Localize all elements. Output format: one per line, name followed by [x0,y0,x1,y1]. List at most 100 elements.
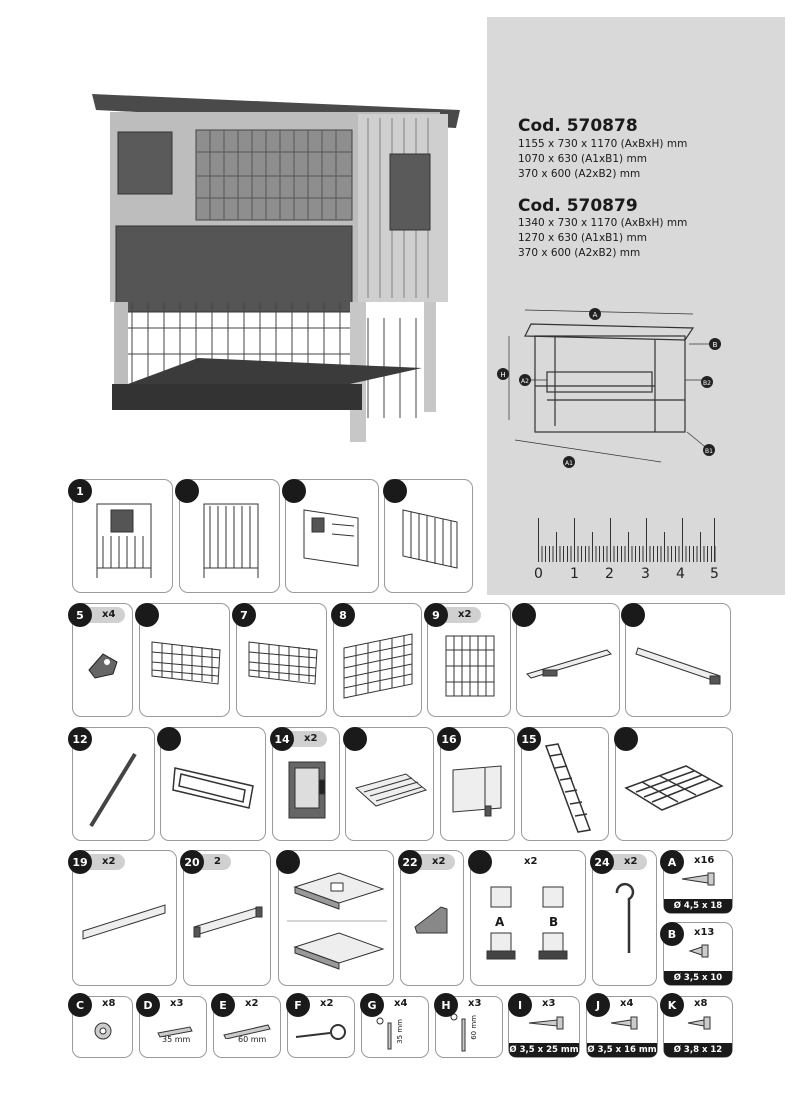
screw-icon [610,1016,638,1030]
dim-label-a: A [593,311,598,319]
ruler-label: 3 [641,566,650,582]
pin-icon [450,1013,466,1052]
latch-illustration [88,653,118,679]
board-illustration [193,906,263,938]
washer-icon [94,1022,112,1040]
part-number-badge [621,603,645,627]
model-code: Cod. 570879 [518,196,638,216]
ruler-label: 2 [605,566,614,582]
size-label: 60 mm [238,1035,267,1044]
screw-icon [687,1016,711,1030]
dowel-icon [157,1026,193,1038]
dim-label-b1: B1 [705,448,713,455]
part-number-badge: 14 [270,727,294,751]
hardware-letter-badge: H [434,993,458,1017]
hardware-card-a: Ø 4,5 x 18 mm [663,850,733,925]
part-card-23: A B [470,850,586,986]
dowel-icon [223,1024,271,1039]
dimension-line: 370 x 600 (A2xB2) mm [518,168,641,180]
quantity-label: 2 [200,854,231,870]
pin-icon [376,1017,392,1050]
measurement-ruler [538,518,718,562]
grid-panel-illustration [343,633,413,699]
dimension-line: 1070 x 630 (A1xB1) mm [518,153,647,165]
wedge-illustration [414,906,448,934]
quantity-label: x3 [542,998,556,1009]
part-number-badge [343,727,367,751]
part-number-badge: 19 [68,850,92,874]
eye-screw-icon [295,1024,346,1040]
floor-grid-illustration [624,765,724,811]
part-number-badge: 7 [232,603,256,627]
panel-illustration [303,509,359,567]
hardware-letter-badge: A [660,850,684,874]
size-label: 35 mm [162,1035,191,1044]
quantity-label: x2 [290,731,328,747]
part-number-badge: 24 [590,850,614,874]
floor-slats-illustration [354,773,428,807]
dimension-line: 370 x 600 (A2xB2) mm [518,247,641,259]
ruler-label: 4 [676,566,685,582]
hardware-letter-badge: K [660,993,684,1017]
part-number-badge: 22 [398,850,422,874]
part-card-19 [72,850,177,986]
quantity-label: x4 [620,998,634,1009]
quantity-label: x2 [418,854,456,870]
tray-illustration [287,872,387,970]
quantity-label: x2 [245,998,259,1009]
quantity-label: x13 [694,927,715,938]
rail-illustration [635,647,721,685]
variant-label-a: A [495,915,505,929]
part-number-badge: 16 [437,727,461,751]
model-dimensions: 1155 x 730 x 1170 (AxBxH) mm 1070 x 630 … [518,137,687,182]
size-label: Ø 4,5 x 18 mm [664,899,732,925]
hardware-letter-badge: D [136,993,160,1017]
quantity-label: x2 [610,854,648,870]
quantity-label: x16 [694,855,715,866]
hardware-letter-badge: J [586,993,610,1017]
part-number-badge [157,727,181,751]
quantity-label: x3 [170,998,184,1009]
quantity-label: x4 [88,607,126,623]
ruler-minor-ticks [538,546,718,562]
ruler-label: 5 [710,566,719,582]
hardware-card-k: Ø 3,8 x 12 mm [663,996,733,1069]
grid-panel-illustration [248,641,318,685]
size-label: 35 mm [396,1019,404,1044]
grid-panel-illustration [151,641,221,685]
dim-label-b: B [713,341,718,349]
hardware-letter-badge: E [211,993,235,1017]
quantity-label: x2 [524,856,538,867]
part-card-6 [139,603,230,717]
part-card-20 [183,850,271,986]
part-number-badge: 15 [517,727,541,751]
part-number-badge: 12 [68,727,92,751]
panel-illustration [96,503,152,578]
dimension-line: 1155 x 730 x 1170 (AxBxH) mm [518,138,688,150]
hardware-letter-badge: B [660,922,684,946]
ramp-ladder-illustration [544,743,592,833]
hardware-card-e: 60 mm [213,996,281,1058]
dimension-line: 1340 x 730 x 1170 (AxBxH) mm [518,217,688,229]
frame-illustration [172,767,254,809]
quantity-label: x8 [694,998,708,1009]
hardware-card-i: Ø 3,5 x 25 mm [508,996,580,1058]
part-number-badge [383,479,407,503]
screw-icon [688,944,709,958]
ruler-label: 0 [534,566,543,582]
foot-bracket-illustration [486,886,568,960]
part-card-13 [160,727,266,841]
specification-panel [487,17,785,595]
model-code: Cod. 570878 [518,116,638,136]
part-number-badge [614,727,638,751]
quantity-label: x2 [320,998,334,1009]
part-card-21 [278,850,394,986]
part-number-badge: 1 [68,479,92,503]
part-number-badge: 8 [331,603,355,627]
dim-label-b2: B2 [703,380,711,387]
quantity-label: x4 [394,998,408,1009]
variant-label-b: B [549,915,559,929]
board-illustration [82,904,166,940]
part-number-badge [135,603,159,627]
panel-illustration [203,503,259,578]
